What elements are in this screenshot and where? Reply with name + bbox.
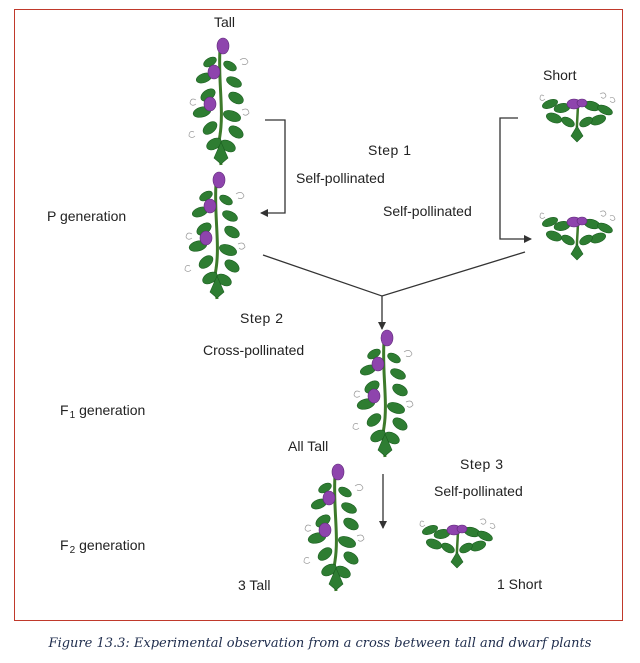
self-pollinated-label-2: Self-pollinated	[383, 203, 472, 219]
p-short-plant-top	[538, 91, 617, 144]
cross-arrow-lines	[262, 251, 526, 297]
step2-label: Step 2	[240, 310, 284, 326]
p-short-plant-bottom	[538, 209, 617, 262]
p-tall-plant-bottom	[183, 170, 247, 301]
three-tall-label: 3 Tall	[238, 577, 271, 593]
self-pollinated-label-3: Self-pollinated	[434, 483, 523, 499]
step1-label: Step 1	[368, 142, 412, 158]
figure-caption: Figure 13.3: Experimental observation fr…	[48, 636, 592, 651]
cross-pollinated-label: Cross-pollinated	[203, 342, 305, 358]
short-label: Short	[543, 67, 577, 83]
self-pollinated-label-1: Self-pollinated	[296, 170, 385, 186]
p-generation-label: P generation	[47, 208, 127, 224]
tall-label: Tall	[214, 14, 236, 30]
self-pollination-arrow-tall	[260, 119, 286, 217]
f2-tall-plant	[302, 462, 366, 593]
all-tall-label: All Tall	[288, 438, 329, 454]
step3-label: Step 3	[460, 456, 504, 472]
self-pollination-arrow-short	[499, 117, 532, 243]
f2-short-plant	[418, 517, 497, 570]
figure-frame	[14, 9, 623, 621]
f1-tall-plant	[351, 328, 415, 459]
one-short-label: 1 Short	[497, 576, 543, 592]
p-tall-plant-top	[187, 36, 251, 167]
